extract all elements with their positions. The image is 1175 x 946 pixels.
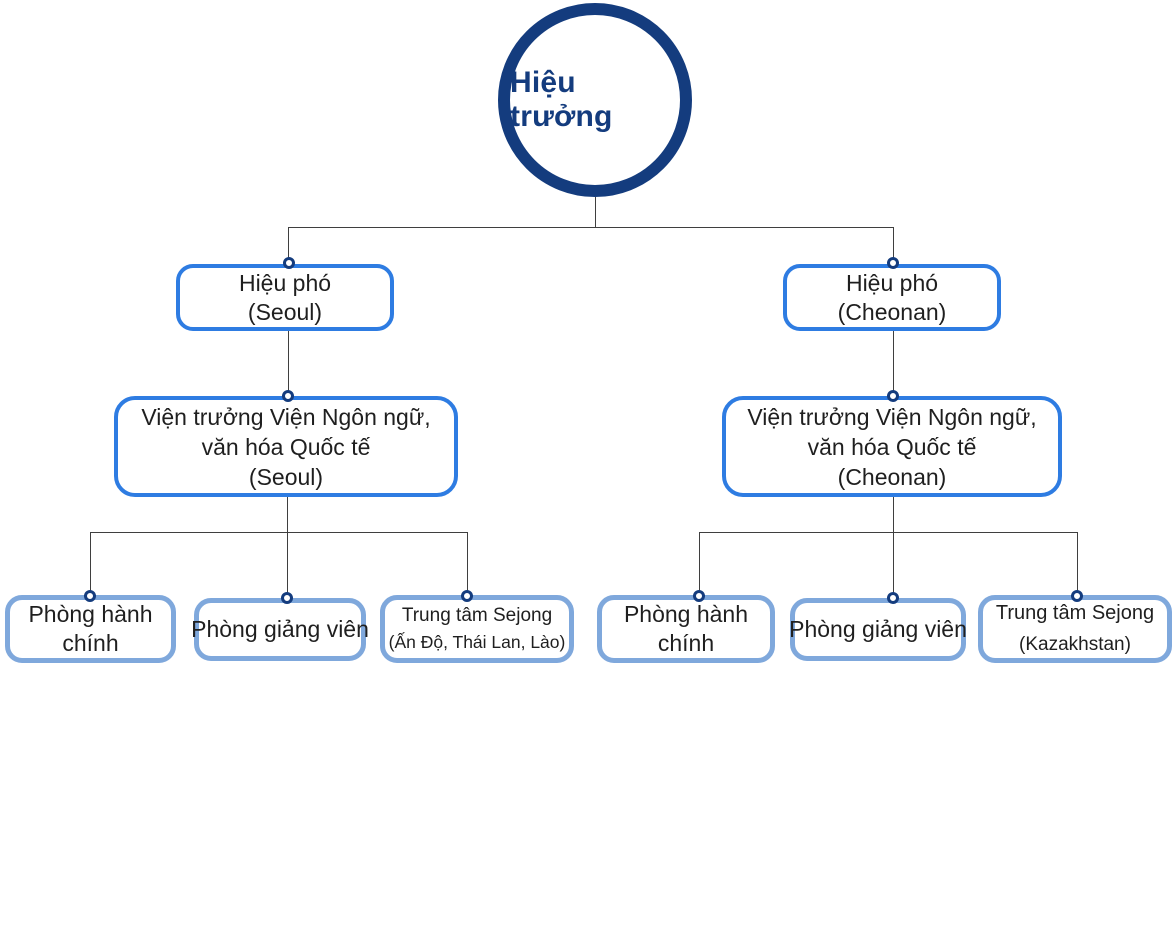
node-label-line: Phòng giảng viên — [191, 616, 369, 642]
node-label-line: chính — [62, 630, 119, 656]
connector-line-left-stub — [288, 227, 289, 259]
node-label-line: (Seoul) — [248, 463, 324, 490]
node-label-line: (Seoul) — [247, 298, 323, 325]
node-label-line: Trung tâm Sejong — [995, 602, 1155, 624]
connector-dot — [84, 590, 96, 602]
connector-line-left-child1 — [90, 532, 91, 592]
node-label-line: Phòng hành — [623, 601, 749, 627]
connector-dot — [887, 390, 899, 402]
node-label-line: Hiệu phó — [238, 269, 332, 296]
connector-dot — [693, 590, 705, 602]
node-label-line: Phòng giảng viên — [789, 616, 967, 642]
node-label-line: Phòng hành — [28, 601, 153, 627]
connector-line-top-horizontal — [288, 227, 894, 228]
connector-dot — [283, 257, 295, 269]
node-label-line: Trung tâm Sejong — [401, 605, 553, 626]
node-label-line: chính — [657, 630, 715, 656]
connector-line-right-center-down — [893, 497, 894, 594]
connector-line-left-center-down — [287, 497, 288, 594]
node-admin-office-seoul: Phòng hành chính — [5, 595, 176, 663]
connector-line-right-stub — [893, 227, 894, 259]
node-label-line: (Cheonan) — [837, 298, 947, 325]
node-institute-director-seoul: Viện trưởng Viện Ngôn ngữ, văn hóa Quốc … — [114, 396, 458, 497]
connector-line-right-child3 — [1077, 532, 1078, 592]
connector-line-right-horizontal — [699, 532, 1078, 533]
connector-dot — [281, 592, 293, 604]
connector-dot — [282, 390, 294, 402]
node-label-line: văn hóa Quốc tế — [807, 433, 977, 460]
node-label-line: Viện trưởng Viện Ngôn ngữ, — [141, 403, 431, 430]
connector-line-left-child3 — [467, 532, 468, 592]
node-label-line: (Ấn Độ, Thái Lan, Lào) — [388, 632, 566, 652]
node-vice-principal-cheonan: Hiệu phó (Cheonan) — [783, 264, 1001, 331]
connector-line-left-vice-director — [288, 331, 289, 392]
node-label-line: (Kazakhstan) — [1019, 634, 1131, 655]
connector-line-right-child1 — [699, 532, 700, 592]
node-principal-label: Hiệu trưởng — [510, 66, 613, 133]
connector-dot — [887, 257, 899, 269]
node-vice-principal-seoul: Hiệu phó (Seoul) — [176, 264, 394, 331]
node-label-line: Viện trưởng Viện Ngôn ngữ, — [747, 403, 1037, 430]
connector-line-right-vice-director — [893, 331, 894, 392]
connector-line-left-horizontal — [90, 532, 468, 533]
connector-dot — [461, 590, 473, 602]
node-principal: Hiệu trưởng — [498, 3, 692, 197]
connector-dot — [1071, 590, 1083, 602]
node-faculty-office-seoul: Phòng giảng viên — [191, 598, 369, 661]
node-institute-director-cheonan: Viện trưởng Viện Ngôn ngữ, văn hóa Quốc … — [722, 396, 1062, 497]
node-label-line: (Cheonan) — [837, 463, 947, 490]
connector-dot — [887, 592, 899, 604]
node-label-line: văn hóa Quốc tế — [201, 433, 371, 460]
node-sejong-center-seoul: Trung tâm Sejong (Ấn Độ, Thái Lan, Lào) — [380, 595, 574, 663]
node-admin-office-cheonan: Phòng hành chính — [597, 595, 775, 663]
node-label-line: Hiệu phó — [845, 269, 939, 296]
connector-line-root-stub — [595, 197, 596, 227]
node-faculty-office-cheonan: Phòng giảng viên — [789, 598, 967, 661]
node-sejong-center-cheonan: Trung tâm Sejong (Kazakhstan) — [978, 595, 1172, 663]
